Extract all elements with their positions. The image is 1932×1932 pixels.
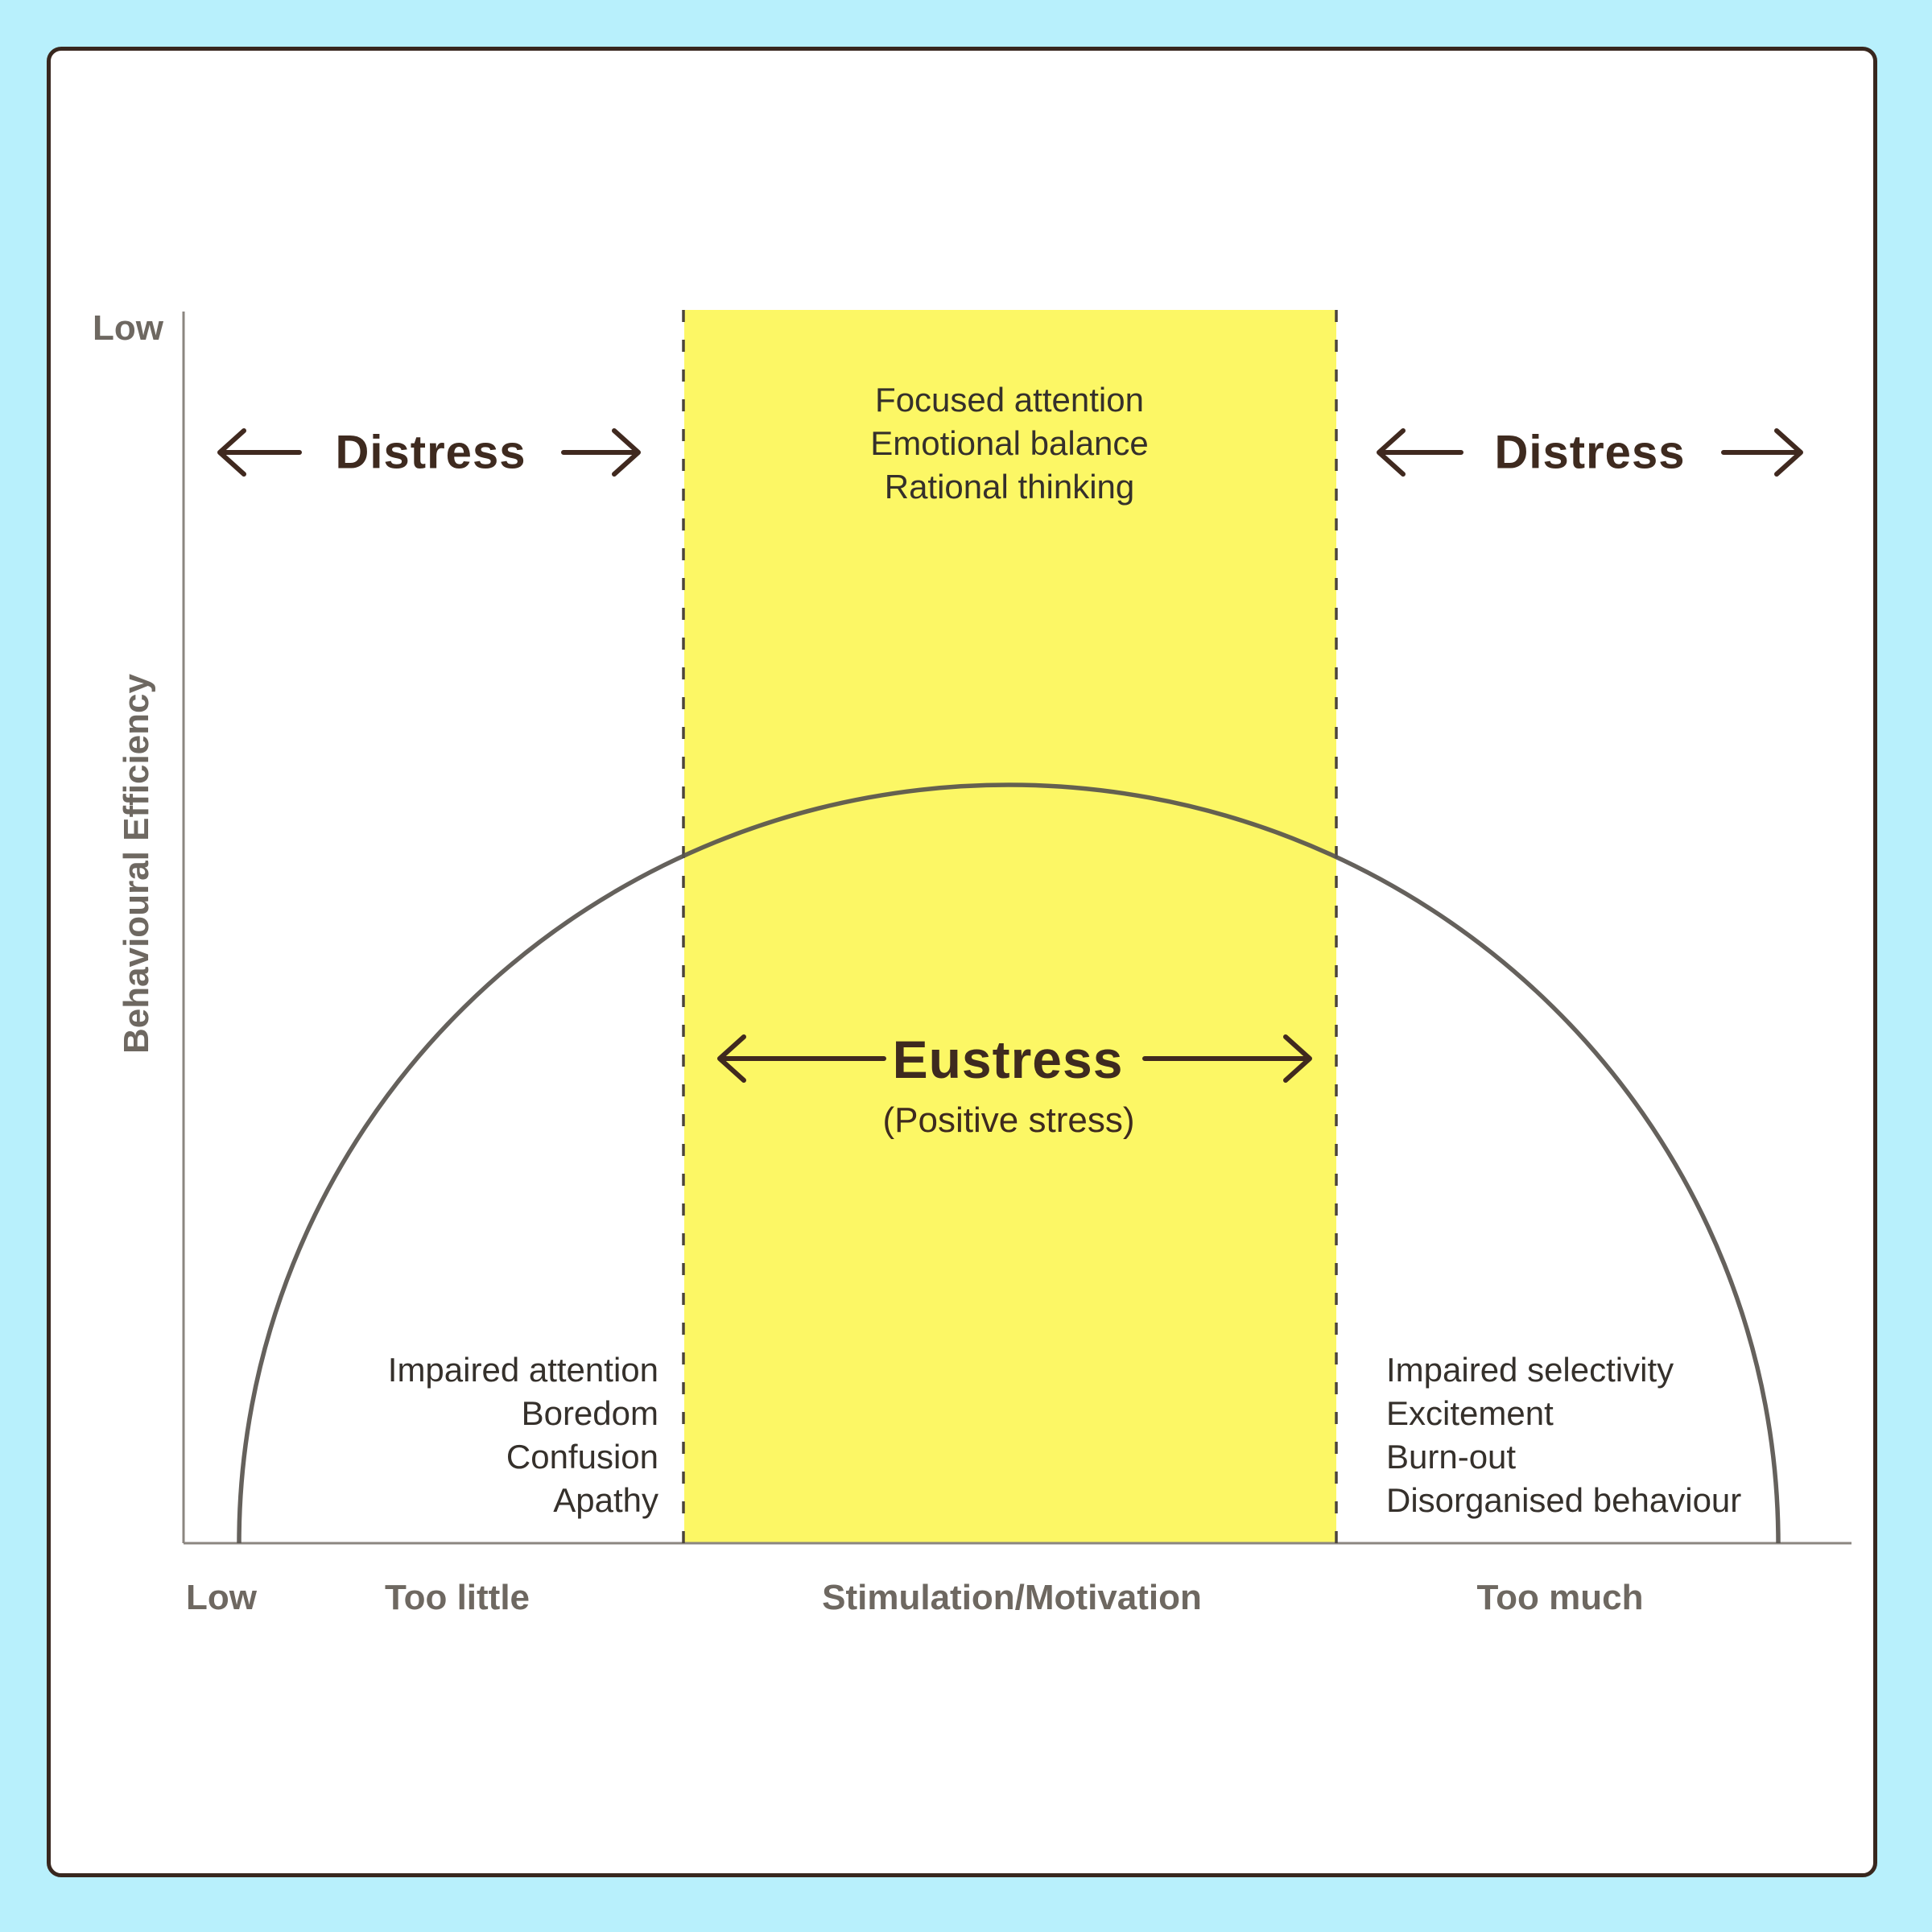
eustress-label: Eustress bbox=[892, 1030, 1124, 1089]
annotation-line: Disorganised behaviour bbox=[1386, 1481, 1742, 1519]
distress-right-east-arrow-icon bbox=[1721, 428, 1803, 477]
understimulation-annotations: Impaired attention Boredom Confusion Apa… bbox=[388, 1348, 658, 1522]
annotation-line: Rational thinking bbox=[884, 468, 1135, 506]
overstimulation-annotations: Impaired selectivity Excitement Burn-out… bbox=[1386, 1348, 1741, 1522]
annotation-line: Burn-out bbox=[1386, 1438, 1517, 1476]
distress-right-label: Distress bbox=[1494, 426, 1686, 479]
x-axis-label-too-little: Too little bbox=[384, 1578, 530, 1617]
annotation-line: Excitement bbox=[1386, 1394, 1554, 1432]
annotation-line: Apathy bbox=[553, 1481, 658, 1519]
x-axis-label-low: Low bbox=[186, 1578, 257, 1617]
y-axis-title: Behavioural Efficiency bbox=[117, 674, 156, 1054]
x-axis-label-too-much: Too much bbox=[1476, 1578, 1644, 1617]
annotation-line: Focused attention bbox=[875, 381, 1144, 419]
eustress-west-arrow-icon bbox=[717, 1034, 886, 1083]
optimal-annotations: Focused attention Emotional balance Rati… bbox=[870, 378, 1149, 509]
annotation-line: Emotional balance bbox=[870, 424, 1149, 462]
distress-left-east-arrow-icon bbox=[561, 428, 641, 477]
annotation-line: Boredom bbox=[521, 1394, 658, 1432]
eustress-band bbox=[684, 310, 1336, 1543]
x-axis-label-stimulation-motivation: Stimulation/Motivation bbox=[822, 1578, 1202, 1617]
eustress-sublabel: (Positive stress) bbox=[882, 1100, 1135, 1140]
annotation-line: Impaired attention bbox=[387, 1351, 658, 1389]
distress-right-west-arrow-icon bbox=[1377, 428, 1463, 477]
distress-left-label: Distress bbox=[335, 426, 526, 479]
annotation-line: Confusion bbox=[506, 1438, 658, 1476]
distress-left-west-arrow-icon bbox=[217, 428, 302, 477]
y-axis-top-label: Low bbox=[93, 308, 163, 348]
annotation-line: Impaired selectivity bbox=[1386, 1351, 1674, 1389]
performance-curve bbox=[237, 782, 1781, 1544]
eustress-east-arrow-icon bbox=[1142, 1034, 1312, 1083]
